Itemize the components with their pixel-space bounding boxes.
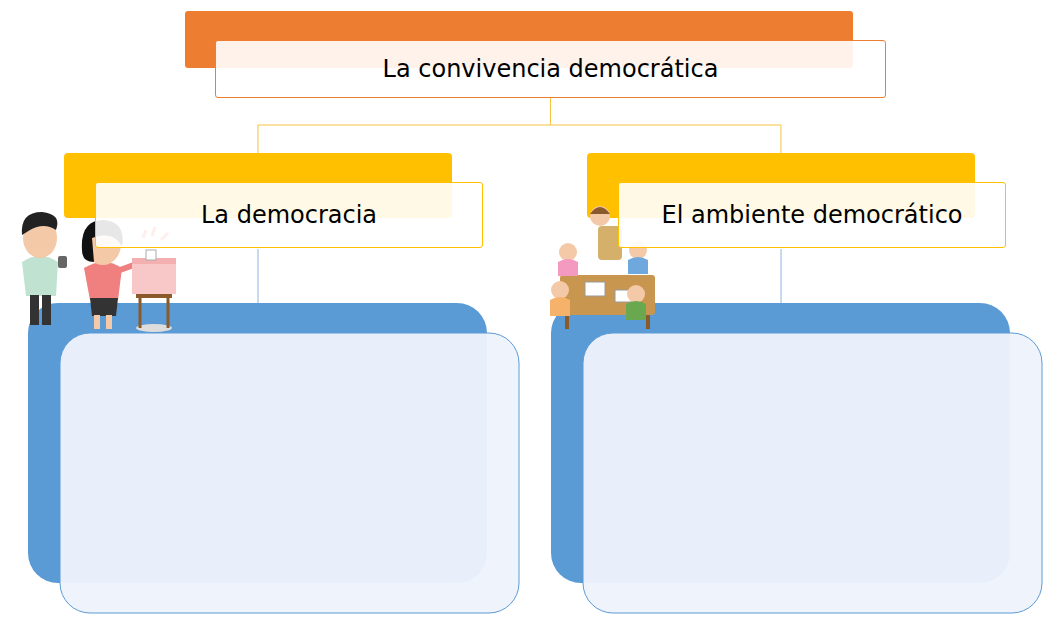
leader-line	[258, 249, 259, 304]
heading-box: El ambiente democrático	[618, 182, 1006, 248]
title-box: La convivencia democrática	[215, 40, 886, 98]
node-label: La democracia	[201, 201, 377, 229]
leader-line	[781, 249, 782, 304]
node-label: La convivencia democrática	[383, 55, 719, 83]
node-label: El ambiente democrático	[661, 201, 962, 229]
heading-box: La democracia	[95, 182, 483, 248]
panel-front	[583, 333, 1042, 613]
panel-front	[60, 333, 519, 613]
